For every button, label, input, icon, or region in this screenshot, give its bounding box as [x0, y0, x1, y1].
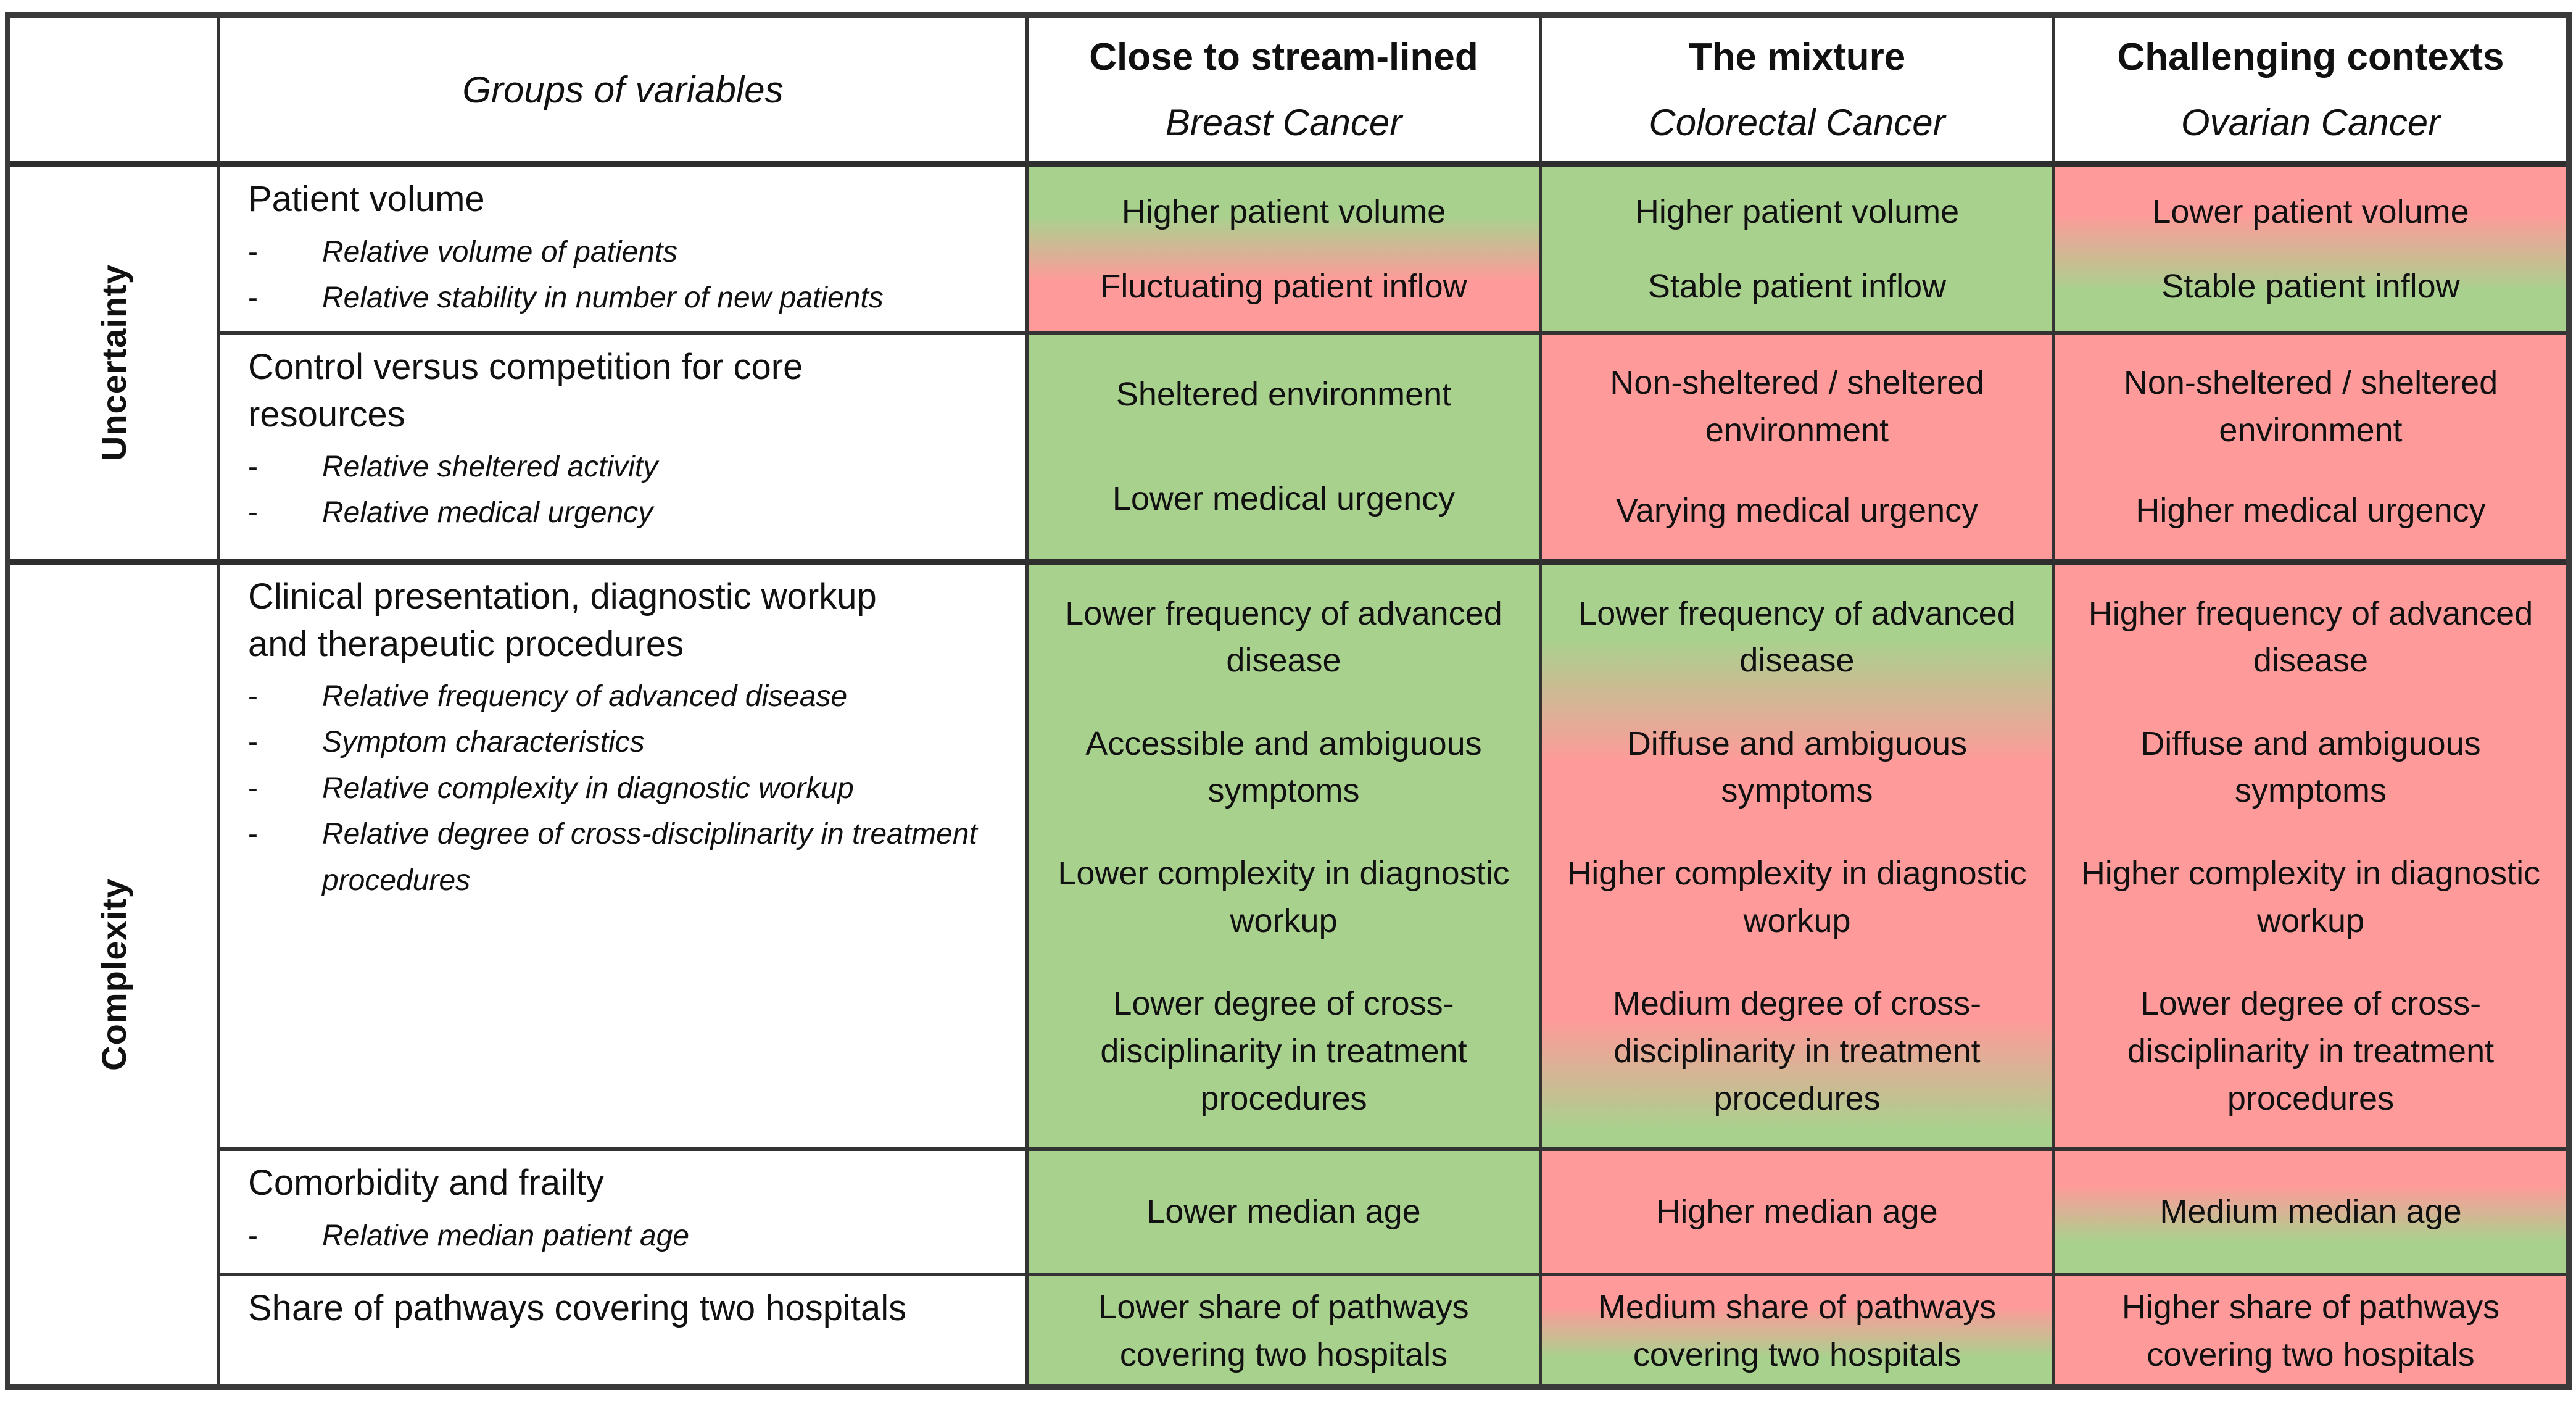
bullet-dash: -: [248, 726, 258, 759]
cell-text: Lower frequency of advanced disease: [1065, 594, 1502, 680]
cell-text: Lower patient volume: [2152, 193, 2469, 231]
cell-text: Sheltered environment: [1116, 376, 1452, 414]
bullet-text: Relative frequency of advanced disease: [322, 680, 848, 713]
cell-breast-clinical: Lower frequency of advanced disease Acce…: [1029, 565, 1542, 1151]
variable-group-label: Control versus competition for core reso…: [248, 347, 803, 434]
variable-group-label: Patient volume: [248, 179, 485, 219]
cell-colorectal-clinical: Lower frequency of advanced disease Diff…: [1542, 565, 2055, 1151]
bullet-dash: -: [248, 235, 258, 268]
context-comparison-table: Groups of variables Close to stream-line…: [5, 12, 2572, 1390]
column-header-colorectal: The mixture Colorectal Cancer: [1542, 18, 2055, 167]
cell-text: Higher complexity in diagnostic workup: [1567, 855, 2027, 940]
cell-text: Higher median age: [1656, 1193, 1938, 1231]
cell-breast-share: Lower share of pathways covering two hos…: [1029, 1276, 1542, 1384]
bullet-text: Relative volume of patients: [322, 235, 678, 268]
cell-colorectal-share: Medium share of pathways covering two ho…: [1542, 1276, 2055, 1384]
cell-text: Medium share of pathways covering two ho…: [1597, 1289, 1997, 1373]
bullet-item: - Relative degree of cross-disciplinarit…: [248, 812, 1019, 904]
bullet-dash: -: [248, 281, 258, 314]
bullet-dash: -: [248, 680, 258, 713]
variable-group-label: Comorbidity and frailty: [248, 1163, 604, 1203]
cell-colorectal-control: Non-sheltered / sheltered environment Va…: [1542, 335, 2055, 565]
groups-of-variables-label: Groups of variables: [462, 69, 784, 110]
row-group-complexity: Complexity: [10, 565, 220, 1384]
bullet-item: - Relative sheltered activity: [248, 444, 1019, 490]
bullet-text: Relative complexity in diagnostic workup: [322, 771, 854, 805]
context-cancer: Breast Cancer: [1165, 102, 1402, 143]
context-title: Close to stream-lined: [1089, 36, 1478, 78]
cell-text: Lower complexity in diagnostic workup: [1058, 855, 1510, 940]
bullet-dash: -: [248, 451, 258, 484]
cell-ovarian-control: Non-sheltered / sheltered environment Hi…: [2055, 335, 2566, 565]
variables-cell-share-of-pathways: Share of pathways covering two hospitals: [220, 1276, 1029, 1384]
column-header-ovarian: Challenging contexts Ovarian Cancer: [2055, 18, 2566, 167]
row-group-uncertainty: Uncertainty: [10, 167, 220, 565]
bullet-text: Relative median patient age: [322, 1219, 690, 1252]
cell-text: Higher complexity in diagnostic workup: [2081, 855, 2541, 940]
cell-text: Varying medical urgency: [1615, 492, 1979, 530]
corner-cell: [10, 18, 220, 167]
cell-text: Higher frequency of advanced disease: [2088, 594, 2533, 680]
bullet-item: - Relative volume of patients: [248, 230, 1019, 275]
cell-text: Lower medical urgency: [1112, 480, 1456, 518]
bullet-text: Symptom characteristics: [322, 726, 645, 759]
cell-text: Stable patient inflow: [1647, 268, 1947, 306]
cell-text: Medium degree of cross-disciplinarity in…: [1612, 985, 1982, 1117]
context-cancer: Colorectal Cancer: [1649, 102, 1945, 143]
cell-text: Lower degree of cross-disciplinarity in …: [2127, 985, 2495, 1117]
bullet-dash: -: [248, 771, 258, 805]
cell-text: Lower median age: [1146, 1193, 1421, 1231]
cell-text: Higher patient volume: [1121, 193, 1446, 231]
bullet-text: Relative stability in number of new pati…: [322, 281, 884, 314]
variables-cell-comorbidity: Comorbidity and frailty - Relative media…: [220, 1151, 1029, 1276]
cell-ovarian-share: Higher share of pathways covering two ho…: [2055, 1276, 2566, 1384]
variable-group-label: Clinical presentation, diagnostic workup…: [248, 576, 877, 664]
cell-ovarian-clinical: Higher frequency of advanced disease Dif…: [2055, 565, 2566, 1151]
variables-cell-control-competition: Control versus competition for core reso…: [220, 335, 1029, 565]
context-title: Challenging contexts: [2117, 36, 2504, 78]
row-group-label: Complexity: [94, 878, 133, 1071]
column-header-breast: Close to stream-lined Breast Cancer: [1029, 18, 1542, 167]
bullet-item: - Relative frequency of advanced disease: [248, 674, 1019, 720]
variables-cell-patient-volume: Patient volume - Relative volume of pati…: [220, 167, 1029, 335]
cell-text: Higher medical urgency: [2135, 492, 2486, 530]
cell-breast-patient-volume: Higher patient volume Fluctuating patien…: [1029, 167, 1542, 335]
cell-breast-comorbidity: Lower median age: [1029, 1151, 1542, 1276]
cell-text: Diffuse and ambiguous symptoms: [2140, 725, 2481, 810]
cell-text: Non-sheltered / sheltered environment: [1610, 364, 1984, 449]
cell-text: Non-sheltered / sheltered environment: [2123, 364, 2498, 449]
cell-text: Lower frequency of advanced disease: [1578, 594, 2016, 680]
bullet-item: - Relative medical urgency: [248, 490, 1019, 536]
cell-ovarian-comorbidity: Medium median age: [2055, 1151, 2566, 1276]
groups-of-variables-header: Groups of variables: [220, 18, 1029, 167]
cell-text: Lower share of pathways covering two hos…: [1098, 1289, 1469, 1373]
bullet-text: Relative sheltered activity: [322, 451, 658, 484]
bullet-text: Relative degree of cross-disciplinarity …: [322, 818, 977, 897]
context-title: The mixture: [1688, 36, 1906, 78]
bullet-dash: -: [248, 818, 258, 851]
bullet-item: - Relative complexity in diagnostic work…: [248, 766, 1019, 812]
cell-text: Higher patient volume: [1634, 193, 1960, 231]
cell-text: Medium median age: [2160, 1193, 2462, 1231]
row-group-label: Uncertainty: [94, 264, 133, 462]
cell-breast-control: Sheltered environment Lower medical urge…: [1029, 335, 1542, 565]
variables-cell-clinical-presentation: Clinical presentation, diagnostic workup…: [220, 565, 1029, 1151]
cell-text: Fluctuating patient inflow: [1100, 268, 1467, 306]
bullet-item: - Relative stability in number of new pa…: [248, 275, 1019, 321]
context-cancer: Ovarian Cancer: [2180, 102, 2441, 143]
bullet-item: - Relative median patient age: [248, 1213, 1019, 1259]
bullet-dash: -: [248, 1219, 258, 1252]
cell-colorectal-comorbidity: Higher median age: [1542, 1151, 2055, 1276]
cell-text: Stable patient inflow: [2161, 268, 2460, 306]
cell-text: Accessible and ambiguous symptoms: [1085, 725, 1482, 810]
bullet-item: - Symptom characteristics: [248, 720, 1019, 765]
cell-ovarian-patient-volume: Lower patient volume Stable patient infl…: [2055, 167, 2566, 335]
cell-text: Higher share of pathways covering two ho…: [2121, 1289, 2500, 1373]
bullet-text: Relative medical urgency: [322, 496, 653, 530]
cell-text: Lower degree of cross-disciplinarity in …: [1100, 985, 1467, 1117]
cell-text: Diffuse and ambiguous symptoms: [1626, 725, 1968, 810]
bullet-dash: -: [248, 496, 258, 530]
variable-group-label: Share of pathways covering two hospitals: [248, 1288, 907, 1328]
cell-colorectal-patient-volume: Higher patient volume Stable patient inf…: [1542, 167, 2055, 335]
